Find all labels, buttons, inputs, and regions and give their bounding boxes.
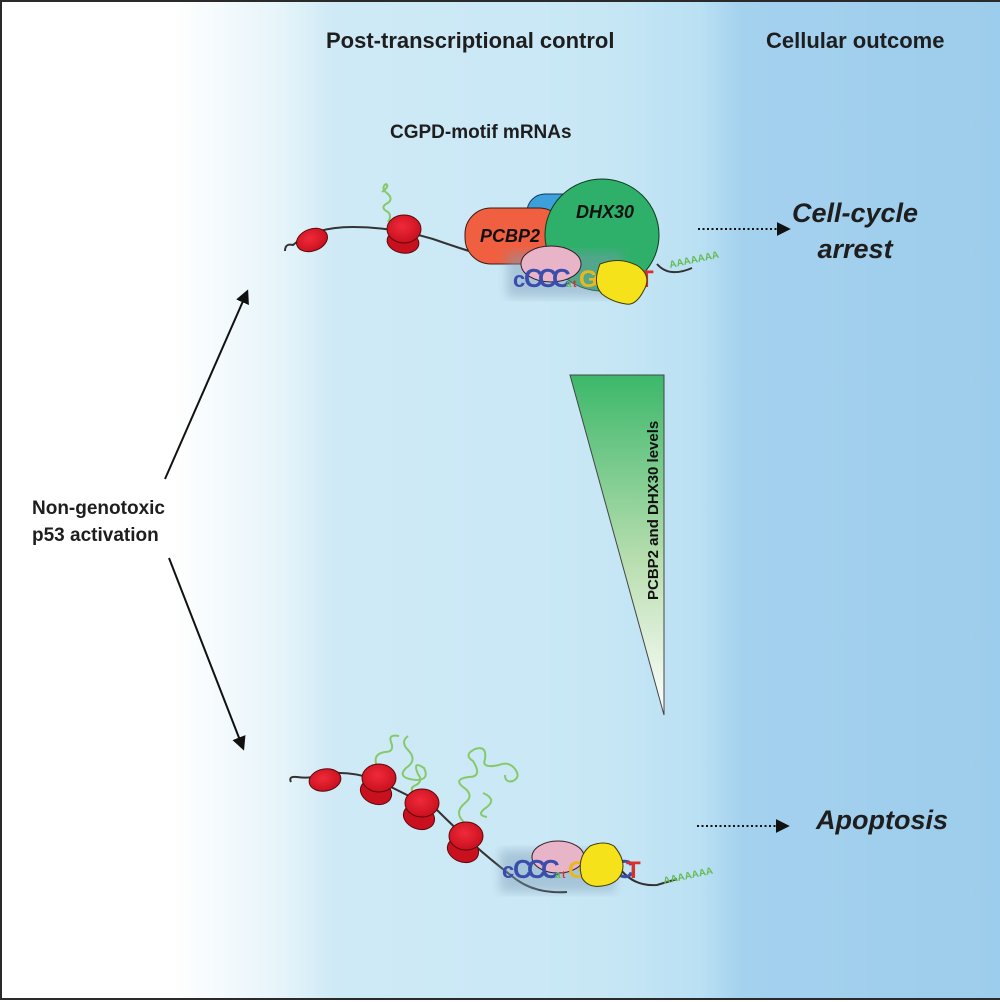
- mrna-strand-3prime: [656, 263, 693, 274]
- ribosome-small: [296, 227, 328, 253]
- polya-tail: AAAAAAA: [668, 250, 720, 271]
- motif-letter: a: [555, 870, 561, 881]
- motif-letter: C: [538, 263, 557, 293]
- motif-letter: C: [527, 854, 546, 884]
- p53-activation-label: Non-genotoxic p53 activation: [32, 495, 165, 549]
- bottom-mrna: AAAAAAA c C: [289, 734, 714, 894]
- motif-letter: C: [524, 263, 543, 293]
- pcbp2-label: PCBP2: [480, 226, 540, 246]
- motif-letter: C: [513, 854, 532, 884]
- ribosome-2: [402, 788, 440, 831]
- mrna-strand-3prime: [616, 864, 678, 887]
- polya-tail: AAAAAAA: [662, 866, 714, 887]
- motif-letter: c: [502, 858, 514, 883]
- mrna-strand: [284, 225, 548, 265]
- yellow-protein: [596, 260, 648, 305]
- outcome-line2: arrest: [817, 234, 893, 264]
- cell-cycle-arrest-outcome: Cell-cycle arrest: [792, 195, 918, 267]
- ribosome-small: [308, 768, 342, 792]
- motif-letter: t: [573, 279, 577, 290]
- dhx30-label: DHX30: [576, 202, 634, 222]
- nascent-peptide: [381, 182, 392, 223]
- motif-letter: T: [626, 857, 641, 884]
- ribosome-3: [446, 821, 484, 864]
- pink-protein: [520, 245, 582, 283]
- p53-label-line2: p53 activation: [32, 525, 159, 546]
- top-mrna: AAAAAAA PCBP2 DHX30 c C C C a t: [284, 178, 720, 305]
- nascent-peptides: [374, 734, 519, 824]
- header-cellular-outcome: Cellular outcome: [766, 28, 945, 53]
- arrow-to-bottom-pathway: [168, 557, 246, 751]
- arrow-to-top-pathway: [164, 289, 249, 480]
- ribosome-translating: [381, 182, 422, 254]
- protein-level-gradient-wedge: [569, 374, 665, 716]
- motif-letter: c: [513, 267, 525, 292]
- header-post-transcriptional-control: Post-transcriptional control: [326, 28, 615, 53]
- gradient-wedge-label: PCBP2 and DHX30 levels: [645, 421, 662, 600]
- cgpd-motif-mrnas-label: CGPD-motif mRNAs: [390, 122, 572, 143]
- motif-letter: t: [562, 870, 566, 881]
- outcome-line1: Cell-cycle: [792, 198, 919, 228]
- apoptosis-outcome: Apoptosis: [816, 805, 948, 835]
- p53-label-line1: Non-genotoxic: [32, 498, 165, 519]
- motif-letter: a: [566, 279, 572, 290]
- motif-letter: C: [541, 854, 560, 884]
- yellow-protein: [579, 842, 624, 887]
- ribosome-1: [359, 763, 397, 806]
- motif-letter: C: [552, 263, 571, 293]
- motif-letter: G: [579, 266, 598, 293]
